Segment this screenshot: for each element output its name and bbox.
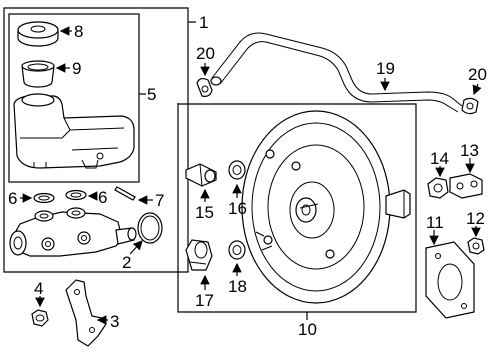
o-ring-seal xyxy=(137,212,163,244)
booster-nut xyxy=(427,177,449,199)
callout-14: 14 xyxy=(430,149,449,168)
callout-20b: 20 xyxy=(468,65,487,84)
callout-18: 18 xyxy=(228,277,247,296)
fitting-grommet xyxy=(228,240,246,260)
callout-17: 17 xyxy=(195,291,214,310)
reservoir-strainer xyxy=(21,60,55,88)
fluid-reservoir xyxy=(13,93,135,169)
booster-group-box xyxy=(177,103,417,313)
booster-gasket xyxy=(425,241,475,319)
callout-2: 2 xyxy=(122,253,131,272)
brake-booster xyxy=(241,110,411,304)
callout-3: 3 xyxy=(110,312,119,331)
hose-clamp-right xyxy=(461,97,479,115)
hose-clamp-left xyxy=(196,77,213,97)
check-valve xyxy=(185,163,217,187)
reservoir-grommet-right xyxy=(65,189,87,201)
master-cylinder-group-box xyxy=(3,7,189,273)
valve-grommet xyxy=(228,160,246,180)
callout-16: 16 xyxy=(228,199,247,218)
master-cylinder xyxy=(9,207,137,257)
callout-9: 9 xyxy=(72,59,81,78)
pressure-sensor xyxy=(449,173,483,199)
callout-8: 8 xyxy=(74,22,83,41)
leader-2 xyxy=(129,240,143,255)
reservoir-group-box xyxy=(8,13,140,183)
callout-13: 13 xyxy=(460,141,479,160)
mounting-nut xyxy=(31,309,49,327)
callout-15: 15 xyxy=(195,203,214,222)
callout-7: 7 xyxy=(155,191,164,210)
hose-fitting xyxy=(185,239,213,271)
vacuum-hose xyxy=(210,32,463,113)
callout-19: 19 xyxy=(376,59,395,78)
reservoir-grommet-left xyxy=(33,192,55,204)
callout-4: 4 xyxy=(34,279,43,298)
retaining-pin xyxy=(114,186,136,201)
callout-6a: 6 xyxy=(8,189,17,208)
mounting-bracket xyxy=(65,279,107,347)
callout-12: 12 xyxy=(466,209,485,228)
callout-6b: 6 xyxy=(98,188,107,207)
small-nut xyxy=(467,237,485,255)
callout-10: 10 xyxy=(298,320,317,339)
callout-5: 5 xyxy=(147,85,156,104)
callout-11: 11 xyxy=(426,213,444,232)
reservoir-cap xyxy=(17,21,59,47)
callout-20a: 20 xyxy=(196,44,215,63)
callout-1: 1 xyxy=(199,13,208,32)
leader-20b xyxy=(472,83,482,96)
